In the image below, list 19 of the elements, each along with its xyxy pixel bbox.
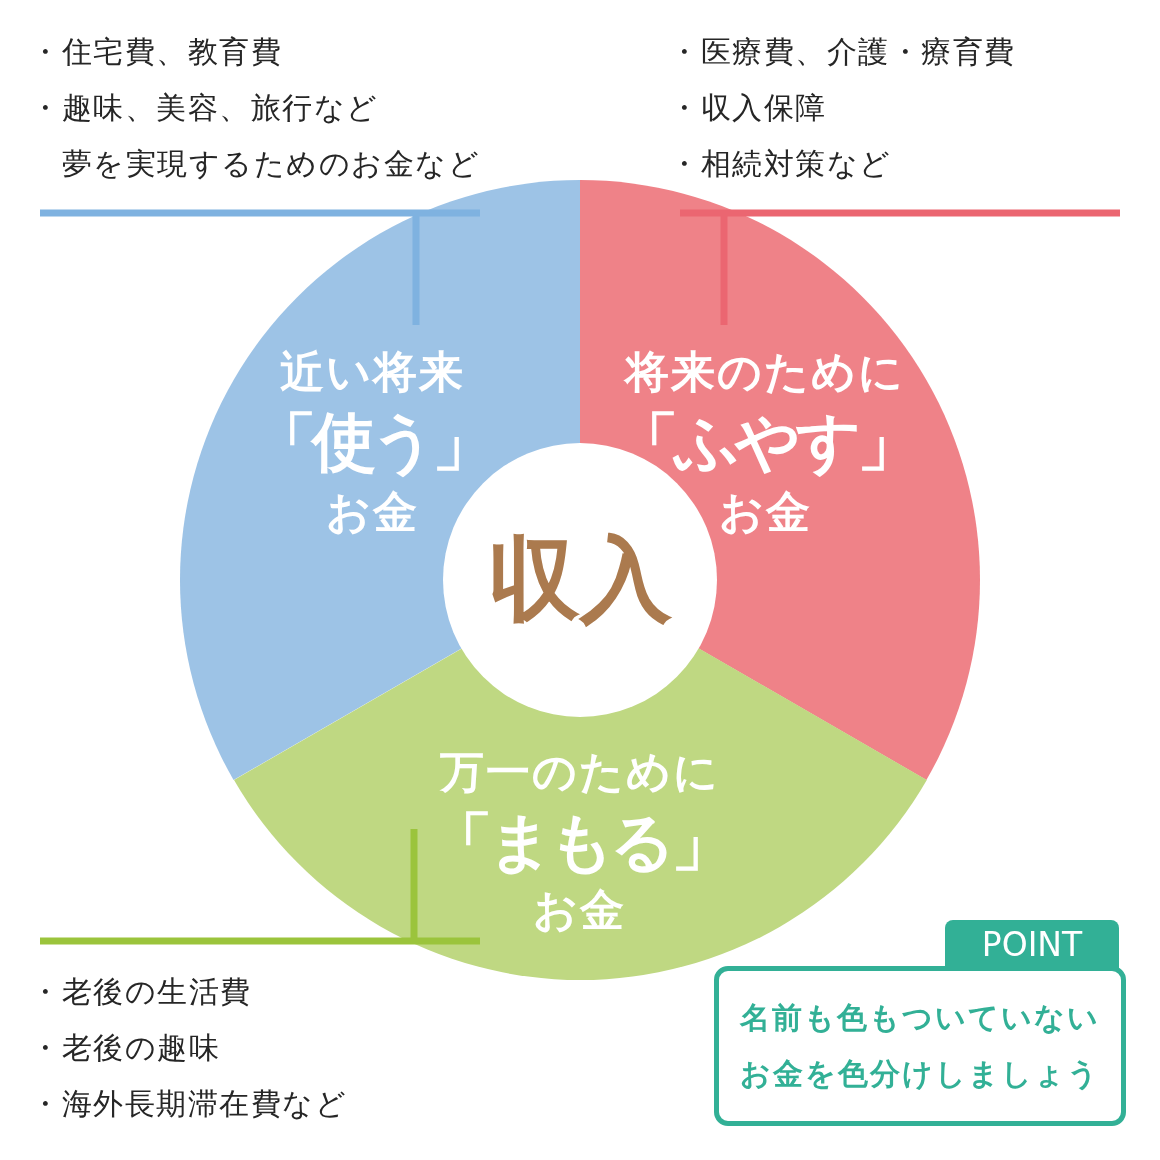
list-item: 夢を実現するためのお金など	[61, 145, 480, 183]
list-item: ・老後の生活費	[30, 973, 252, 1011]
point-tag: POINT	[945, 920, 1119, 968]
list-item: ・相続対策など	[669, 145, 892, 183]
segment-subtitle: お金	[718, 490, 812, 534]
segment-heading: 万一のために	[440, 750, 720, 794]
segment-subtitle: お金	[325, 490, 419, 534]
segment-heading: 将来のために	[625, 350, 905, 394]
list-item: ・収入保障	[669, 89, 827, 127]
segment-subtitle: お金	[533, 888, 627, 932]
segment-heading: 近い将来	[279, 350, 465, 394]
center-label: 収入	[488, 534, 672, 626]
list-item: ・趣味、美容、旅行など	[30, 89, 379, 127]
note-text: 名前も色もついていないお金を色分けしましょう	[739, 999, 1101, 1093]
segment-title: 「まもる」	[429, 810, 731, 874]
list-item: ・住宅費、教育費	[30, 33, 282, 71]
list-item: ・医療費、介護・療育費	[669, 33, 1016, 71]
list-item: ・老後の趣味	[30, 1029, 220, 1067]
list-item: ・海外長期滞在費など	[30, 1085, 347, 1123]
